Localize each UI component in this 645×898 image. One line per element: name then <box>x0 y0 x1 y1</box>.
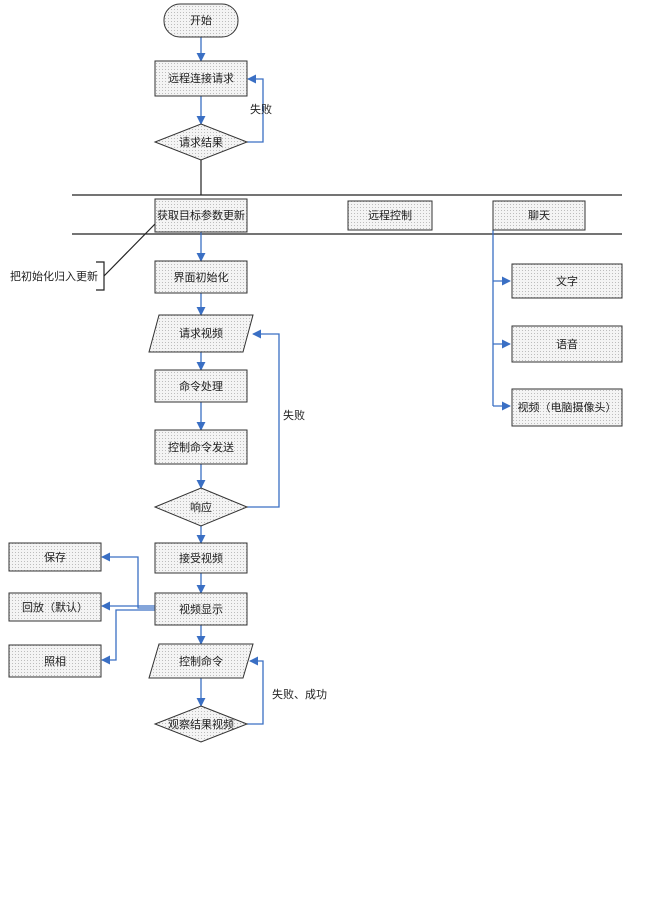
arrow-observe-loop <box>247 656 264 725</box>
video-display-box <box>154 592 248 626</box>
chat-box <box>492 200 586 231</box>
chat-label: 聊天 <box>528 208 550 222</box>
control-cmd-io <box>148 643 254 679</box>
photo-box <box>8 644 102 678</box>
playback-box <box>8 592 102 622</box>
arrow-result-fail-loop <box>247 74 264 143</box>
video-display-label: 视频显示 <box>179 602 223 616</box>
receive-video-label: 接受视频 <box>179 551 223 565</box>
arrow-display-to-save <box>101 552 155 609</box>
init-ui-box <box>154 260 248 294</box>
request-result-decision <box>153 123 249 161</box>
start-label: 开始 <box>190 13 212 27</box>
save-label: 保存 <box>44 550 66 564</box>
video-camera-box <box>511 388 623 427</box>
save-box <box>8 542 102 572</box>
remote-control-label: 远程控制 <box>368 208 412 222</box>
arrow-display-to-photo <box>101 609 155 665</box>
fail-label-1: 失败 <box>250 102 272 116</box>
playback-label: 回放（默认） <box>22 600 88 614</box>
observe-result-decision <box>153 705 249 743</box>
voice-label: 语音 <box>556 337 578 351</box>
fail-label-2: 失败 <box>283 408 305 422</box>
init-note-label: 把初始化归入更新 <box>10 269 98 283</box>
request-video-label: 请求视频 <box>179 326 223 340</box>
note-callout-line <box>103 223 156 277</box>
response-label: 响应 <box>190 500 212 514</box>
send-control-cmd-label: 控制命令发送 <box>168 440 234 454</box>
response-decision <box>153 487 249 527</box>
start-node <box>163 3 239 38</box>
send-control-cmd-box <box>154 429 248 465</box>
remote-control-box <box>347 200 433 231</box>
get-target-params-box <box>154 198 248 233</box>
request-video-io <box>148 314 254 353</box>
observe-result-label: 观察结果视频 <box>168 717 234 731</box>
request-result-label: 请求结果 <box>179 136 223 149</box>
note-bracket <box>96 261 105 291</box>
remote-request-label: 远程连接请求 <box>168 72 234 85</box>
text-box <box>511 263 623 299</box>
init-ui-label: 界面初始化 <box>174 270 229 284</box>
voice-box <box>511 325 623 363</box>
cmd-process-label: 命令处理 <box>179 379 223 393</box>
remote-request-box <box>154 60 248 97</box>
video-camera-label: 视频（电脑摄像头） <box>518 400 617 414</box>
receive-video-box <box>154 542 248 574</box>
fail-success-label: 失败、成功 <box>272 687 327 701</box>
control-cmd-label: 控制命令 <box>179 654 223 668</box>
text-label: 文字 <box>556 274 578 288</box>
cmd-process-box <box>154 369 248 403</box>
photo-label: 照相 <box>44 655 66 668</box>
get-target-params-label: 获取目标参数更新 <box>157 208 245 222</box>
arrow-response-fail-loop <box>247 329 280 508</box>
